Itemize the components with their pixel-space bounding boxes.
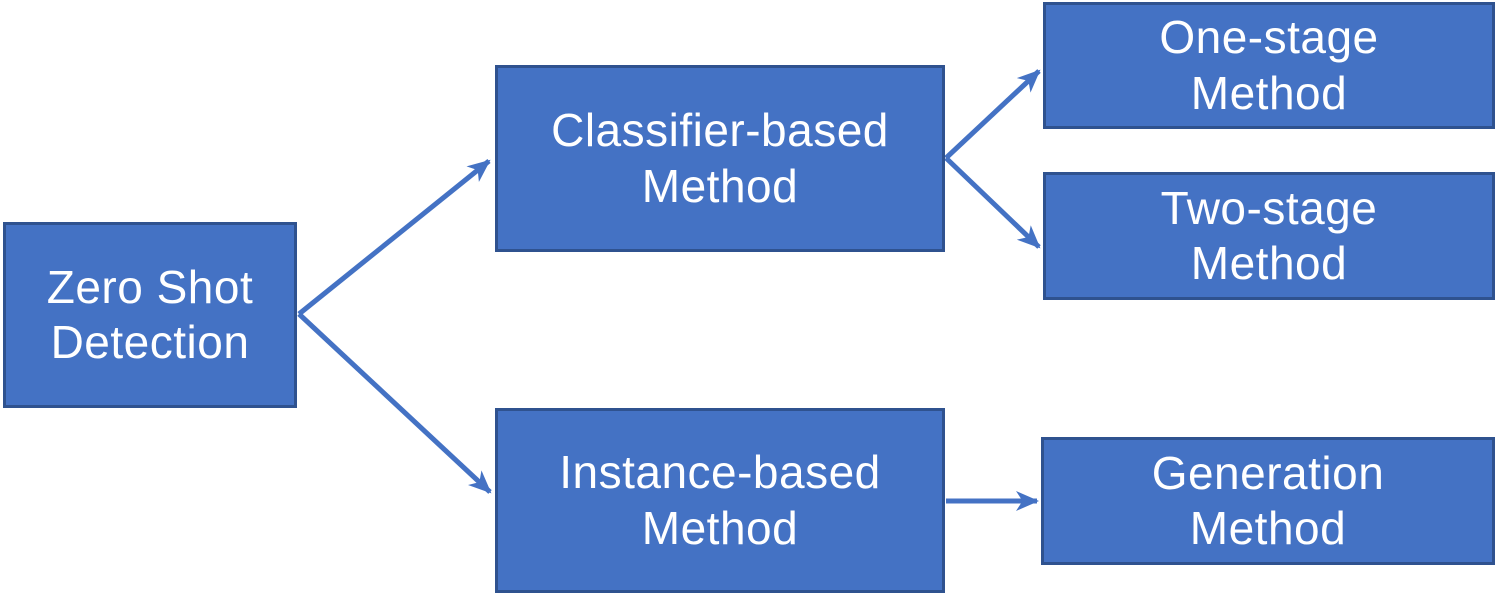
arrow-classifier-to-two-stage bbox=[944, 156, 1041, 249]
node-one-stage-method: One-stage Method bbox=[1043, 2, 1495, 129]
node-instance-based-method: Instance-based Method bbox=[495, 408, 945, 593]
node-two-stage-method: Two-stage Method bbox=[1043, 172, 1495, 300]
node-classifier-based-method: Classifier-based Method bbox=[495, 65, 945, 252]
arrow-classifier-to-one-stage bbox=[944, 69, 1041, 160]
arrow-root-to-instance bbox=[297, 312, 492, 494]
node-zero-shot-detection: Zero Shot Detection bbox=[3, 222, 297, 408]
node-generation-method: Generation Method bbox=[1041, 437, 1495, 565]
arrow-root-to-classifier bbox=[297, 159, 491, 316]
